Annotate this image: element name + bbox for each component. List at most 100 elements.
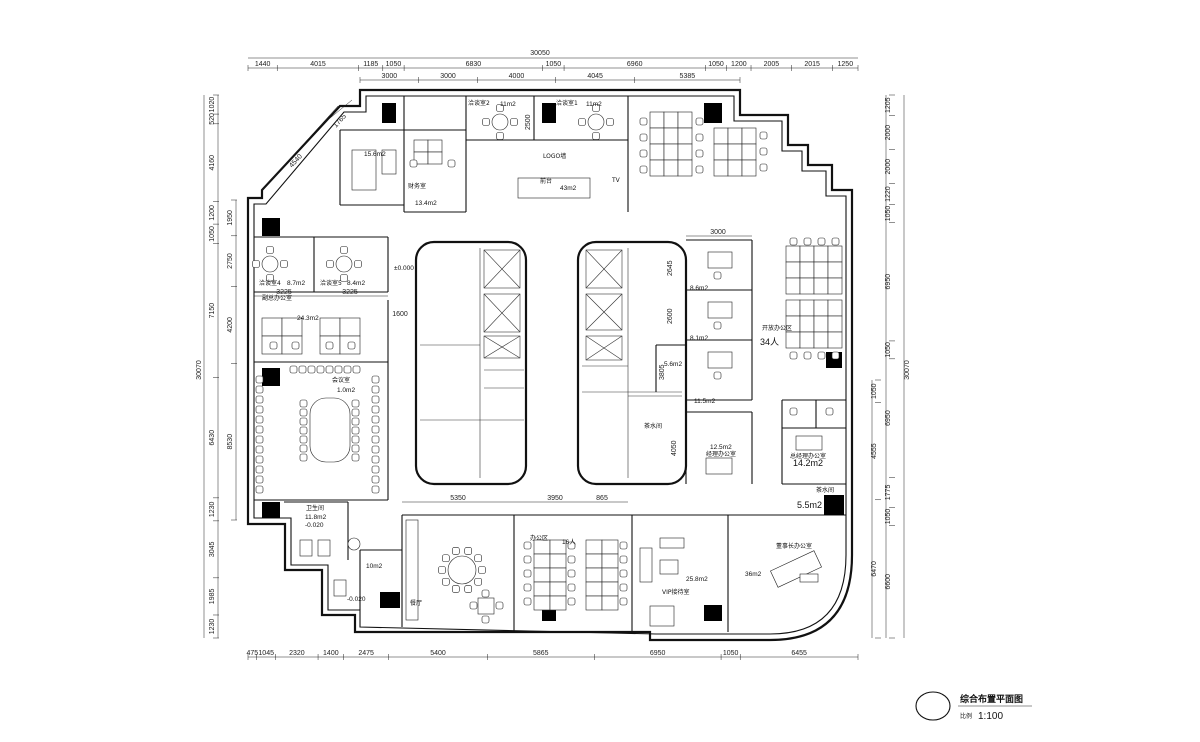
label-office-16: 办公区 bbox=[530, 534, 548, 542]
dim-value: 4160 bbox=[209, 155, 216, 171]
chair bbox=[371, 385, 380, 394]
chair bbox=[523, 583, 532, 592]
dim-left-total: 30070 bbox=[196, 360, 203, 380]
dim-4050: 4050 bbox=[671, 440, 678, 456]
chair bbox=[817, 351, 826, 360]
chair bbox=[803, 351, 812, 360]
area-10m2: 10m2 bbox=[366, 563, 383, 570]
chair bbox=[510, 118, 518, 126]
dim-diag-1765: 1765 bbox=[332, 113, 348, 129]
dim-value: 2015 bbox=[804, 61, 820, 68]
chair bbox=[291, 341, 300, 350]
front-desk bbox=[517, 177, 591, 199]
chair bbox=[825, 407, 834, 416]
chair bbox=[255, 425, 264, 434]
chair bbox=[298, 365, 307, 374]
chair bbox=[340, 274, 348, 282]
round-table bbox=[261, 255, 279, 273]
chair bbox=[352, 365, 361, 374]
dim-value: 1775 bbox=[885, 485, 892, 501]
label-level3: -0.020 bbox=[347, 596, 366, 603]
desk bbox=[549, 595, 567, 611]
desk bbox=[601, 539, 619, 555]
chair bbox=[442, 554, 450, 563]
chair bbox=[789, 407, 798, 416]
desk bbox=[533, 553, 551, 569]
dim-2645: 2645 bbox=[667, 260, 674, 276]
label-toilet: 卫生间 bbox=[306, 504, 324, 512]
chair bbox=[803, 237, 812, 246]
dim-value: 6950 bbox=[885, 410, 892, 426]
dim-value: 8530 bbox=[227, 434, 234, 450]
chair bbox=[354, 260, 362, 268]
chair bbox=[371, 435, 380, 444]
area-34-people: 34人 bbox=[760, 337, 779, 347]
dim-value: 1050 bbox=[386, 61, 402, 68]
chair bbox=[351, 426, 360, 435]
sofa bbox=[639, 547, 653, 583]
dim-3000r: 3000 bbox=[710, 229, 726, 236]
dim-value: 6950 bbox=[650, 650, 666, 657]
area-25-8: 25.8m2 bbox=[686, 576, 708, 583]
toilet-fixture bbox=[333, 579, 347, 597]
chair bbox=[639, 149, 648, 158]
desk bbox=[713, 159, 729, 177]
desk bbox=[533, 539, 551, 555]
desk bbox=[813, 299, 829, 317]
dim-value: 1220 bbox=[885, 186, 892, 202]
chair bbox=[266, 246, 274, 254]
desk bbox=[585, 553, 603, 569]
desk bbox=[649, 159, 665, 177]
desk bbox=[827, 299, 843, 317]
desk bbox=[785, 245, 801, 263]
chair bbox=[325, 365, 334, 374]
dim-value: 2320 bbox=[289, 650, 305, 657]
desk bbox=[649, 143, 665, 161]
dim-value: 1045 bbox=[258, 650, 274, 657]
dim-value: 1230 bbox=[209, 619, 216, 635]
desk bbox=[339, 317, 361, 337]
partitions bbox=[254, 96, 846, 632]
chair bbox=[759, 163, 768, 172]
chair bbox=[495, 601, 504, 610]
desk bbox=[601, 581, 619, 597]
chair bbox=[438, 566, 446, 574]
desk bbox=[799, 331, 815, 349]
chair bbox=[789, 237, 798, 246]
desk bbox=[827, 315, 843, 333]
chair bbox=[351, 453, 360, 462]
chair bbox=[269, 341, 278, 350]
area-13-4: 13.4m2 bbox=[415, 200, 437, 207]
chair bbox=[713, 371, 722, 380]
dim-value: 5385 bbox=[680, 73, 696, 80]
dim-5350: 5350 bbox=[450, 495, 466, 502]
chair bbox=[299, 453, 308, 462]
label-restaurant: 餐厅 bbox=[410, 599, 422, 607]
label-meeting: 会议室 bbox=[332, 376, 350, 384]
dim-865: 865 bbox=[596, 495, 608, 502]
dim-value: 6600 bbox=[885, 574, 892, 590]
chair bbox=[464, 547, 472, 555]
desk bbox=[813, 315, 829, 333]
chair bbox=[299, 399, 308, 408]
label-room5: 洽谈室5 bbox=[320, 279, 342, 287]
chair bbox=[280, 260, 288, 268]
round-table bbox=[335, 255, 353, 273]
chair bbox=[567, 583, 576, 592]
dim-value: 1050 bbox=[885, 509, 892, 525]
dim-value: 6470 bbox=[871, 561, 878, 577]
desk bbox=[813, 331, 829, 349]
desk bbox=[705, 457, 733, 475]
dim-value: 1200 bbox=[209, 205, 216, 221]
chair bbox=[334, 365, 343, 374]
chair bbox=[523, 569, 532, 578]
dim-right-total: 30070 bbox=[904, 360, 911, 380]
chair bbox=[351, 408, 360, 417]
dim-2500: 2500 bbox=[525, 114, 532, 130]
chair bbox=[447, 159, 456, 168]
right-dimensions: 1205200020001220105069501050695017751050… bbox=[871, 94, 911, 639]
